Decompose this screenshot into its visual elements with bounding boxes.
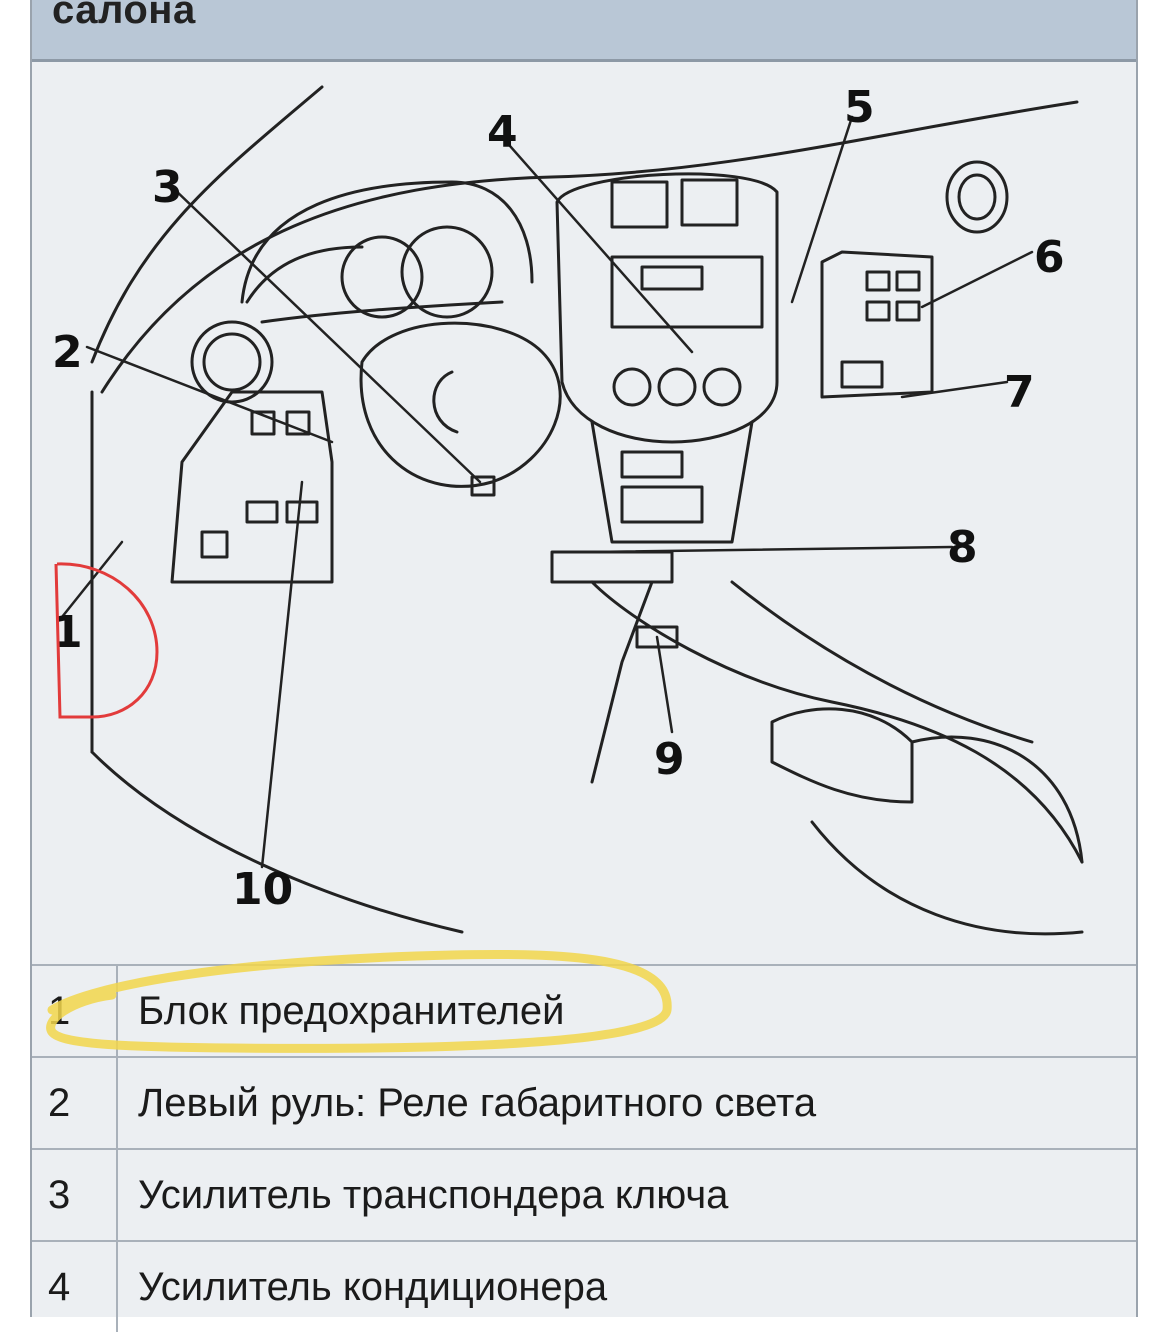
row-description: Блок предохранителей: [138, 989, 565, 1033]
callout-5: 5: [844, 82, 875, 133]
callout-8: 8: [947, 522, 978, 573]
row-description: Левый руль: Реле габаритного света: [138, 1081, 817, 1125]
floor-console: [550, 550, 674, 584]
red-circle-annotation: [54, 562, 159, 719]
table-row: 3 Усилитель транспондера ключа: [32, 1148, 1136, 1240]
dashboard-outline: [90, 85, 324, 364]
legend-table: 1 Блок предохранителей 2 Левый руль: Рел…: [32, 964, 1136, 1332]
section-title: салона: [52, 0, 196, 32]
table-row: 1 Блок предохранителей: [32, 964, 1136, 1056]
dashboard-diagram: 1 2 3 4 5 6 7 8 9 10: [52, 82, 1084, 936]
instrument-cluster: [240, 180, 534, 304]
callout-9: 9: [654, 734, 685, 785]
row-description: Усилитель кондиционера: [138, 1265, 608, 1309]
row-number: 3: [32, 1150, 118, 1240]
steering-wheel: [359, 321, 562, 488]
row-number: 1: [32, 966, 118, 1056]
row-number: 2: [32, 1058, 118, 1148]
callout-3: 3: [152, 162, 183, 213]
callout-4: 4: [487, 107, 518, 158]
right-relay-box: [820, 250, 934, 399]
table-row: 4 Усилитель кондиционера: [32, 1240, 1136, 1332]
row-number: 4: [32, 1242, 118, 1332]
callout-2: 2: [52, 327, 83, 378]
table-row: 2 Левый руль: Реле габаритного света: [32, 1056, 1136, 1148]
callout-10: 10: [232, 864, 293, 915]
section-header: салона: [32, 0, 1136, 62]
diagram-figure: 1 2 3 4 5 6 7 8 9 10: [32, 62, 1136, 964]
center-console: [555, 172, 779, 444]
callout-6: 6: [1034, 232, 1065, 283]
left-fuse-block: [170, 390, 334, 584]
callout-7: 7: [1004, 367, 1035, 418]
row-description: Усилитель транспондера ключа: [138, 1173, 729, 1217]
right-vent: [945, 160, 1009, 234]
document-frame: салона: [30, 0, 1138, 1332]
